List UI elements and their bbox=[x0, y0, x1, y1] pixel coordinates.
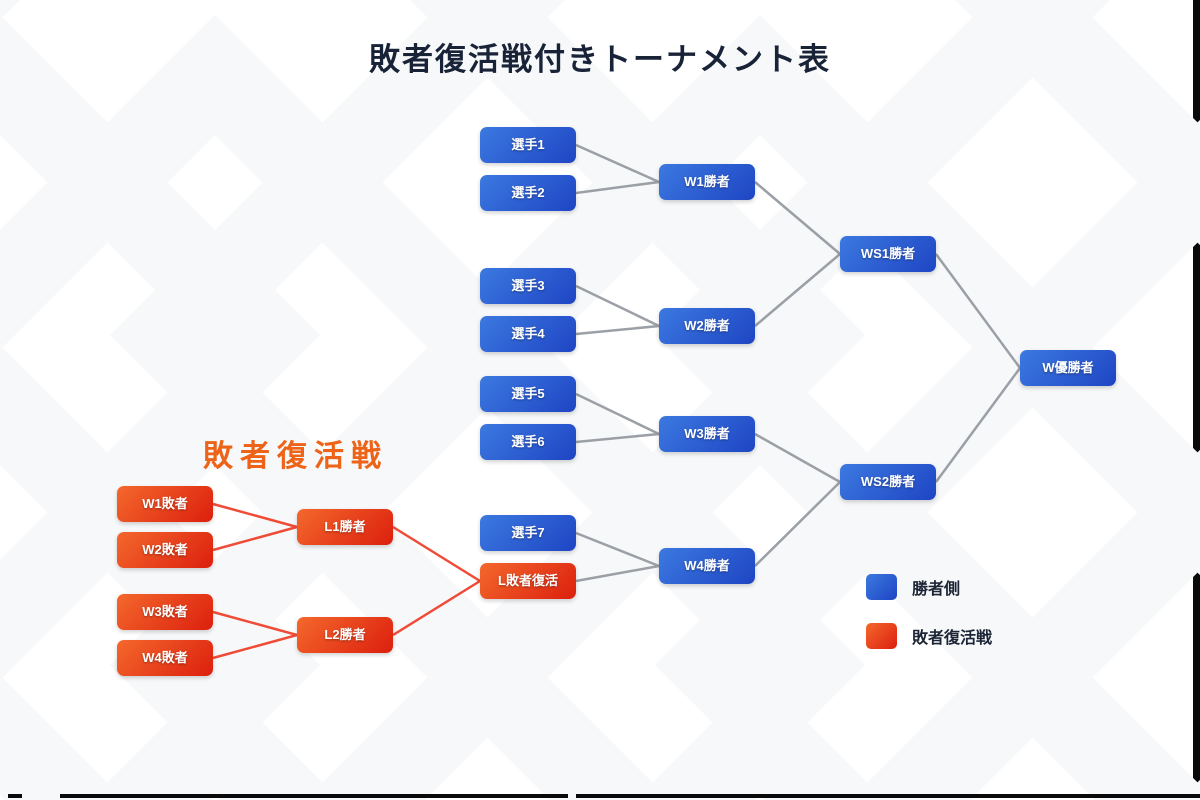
node-p3: 選手3 bbox=[480, 268, 576, 304]
edge-wl3-l2 bbox=[212, 610, 298, 637]
edge-lrev-w4 bbox=[575, 564, 660, 583]
edge-p5-w3 bbox=[575, 392, 660, 436]
legend: 勝者側 敗者復活戦 bbox=[866, 574, 992, 672]
diagram-title: 敗者復活戦付きトーナメント表 bbox=[369, 42, 831, 77]
node-p7: 選手7 bbox=[480, 515, 576, 551]
edge-l2-lrev bbox=[392, 579, 481, 637]
edge-p2-w1 bbox=[575, 180, 660, 195]
edge-p7-w4 bbox=[575, 531, 660, 568]
chevron-band bbox=[634, 674, 886, 800]
node-l1: L1勝者 bbox=[297, 509, 393, 545]
legend-item-loser: 敗者復活戦 bbox=[866, 623, 992, 649]
edge-p6-w3 bbox=[575, 432, 660, 444]
edge-w1-ws1 bbox=[754, 181, 841, 255]
bottom-edge-frame-segment bbox=[576, 794, 1200, 798]
edge-p3-w2 bbox=[575, 284, 660, 328]
chevron-band bbox=[89, 674, 341, 800]
edge-wl1-l1 bbox=[212, 502, 298, 529]
legend-swatch-winner bbox=[866, 574, 897, 600]
right-edge-frame bbox=[1193, 0, 1200, 797]
node-p6: 選手6 bbox=[480, 424, 576, 460]
node-w1: W1勝者 bbox=[659, 164, 755, 200]
losers-bracket-heading: 敗者復活戦 bbox=[203, 440, 388, 473]
node-wl4: W4敗者 bbox=[117, 640, 213, 676]
node-p5: 選手5 bbox=[480, 376, 576, 412]
edge-w4-ws2 bbox=[754, 481, 841, 567]
node-wl3: W3敗者 bbox=[117, 594, 213, 630]
node-l2: L2勝者 bbox=[297, 617, 393, 653]
bottom-edge-frame-segment bbox=[8, 794, 22, 798]
edge-w2-ws1 bbox=[754, 253, 841, 327]
edge-p1-w1 bbox=[575, 143, 660, 184]
legend-label-winner: 勝者側 bbox=[912, 581, 961, 598]
node-p2: 選手2 bbox=[480, 175, 576, 211]
node-p4: 選手4 bbox=[480, 316, 576, 352]
node-ws1: WS1勝者 bbox=[840, 236, 936, 272]
node-wl1: W1敗者 bbox=[117, 486, 213, 522]
edge-p4-w2 bbox=[575, 324, 660, 336]
node-w3: W3勝者 bbox=[659, 416, 755, 452]
node-lrev: L敗者復活 bbox=[480, 563, 576, 599]
node-w4: W4勝者 bbox=[659, 548, 755, 584]
edge-l1-lrev bbox=[392, 525, 481, 583]
edge-w3-ws2 bbox=[754, 432, 841, 484]
legend-swatch-loser bbox=[866, 623, 897, 649]
edge-wl4-l2 bbox=[212, 633, 298, 660]
edge-ws1-champ bbox=[934, 253, 1022, 369]
legend-label-loser: 敗者復活戦 bbox=[912, 630, 993, 647]
chevron-band bbox=[304, 344, 1200, 800]
node-ws2: WS2勝者 bbox=[840, 464, 936, 500]
chevron-band bbox=[0, 344, 671, 800]
edge-wl2-l1 bbox=[212, 525, 298, 552]
node-wl2: W2敗者 bbox=[117, 532, 213, 568]
node-champ: W優勝者 bbox=[1020, 350, 1116, 386]
node-p1: 選手1 bbox=[480, 127, 576, 163]
bottom-edge-frame-segment bbox=[60, 794, 568, 798]
node-w2: W2勝者 bbox=[659, 308, 755, 344]
legend-item-winner: 勝者側 bbox=[866, 574, 992, 600]
edge-ws2-champ bbox=[934, 367, 1022, 483]
